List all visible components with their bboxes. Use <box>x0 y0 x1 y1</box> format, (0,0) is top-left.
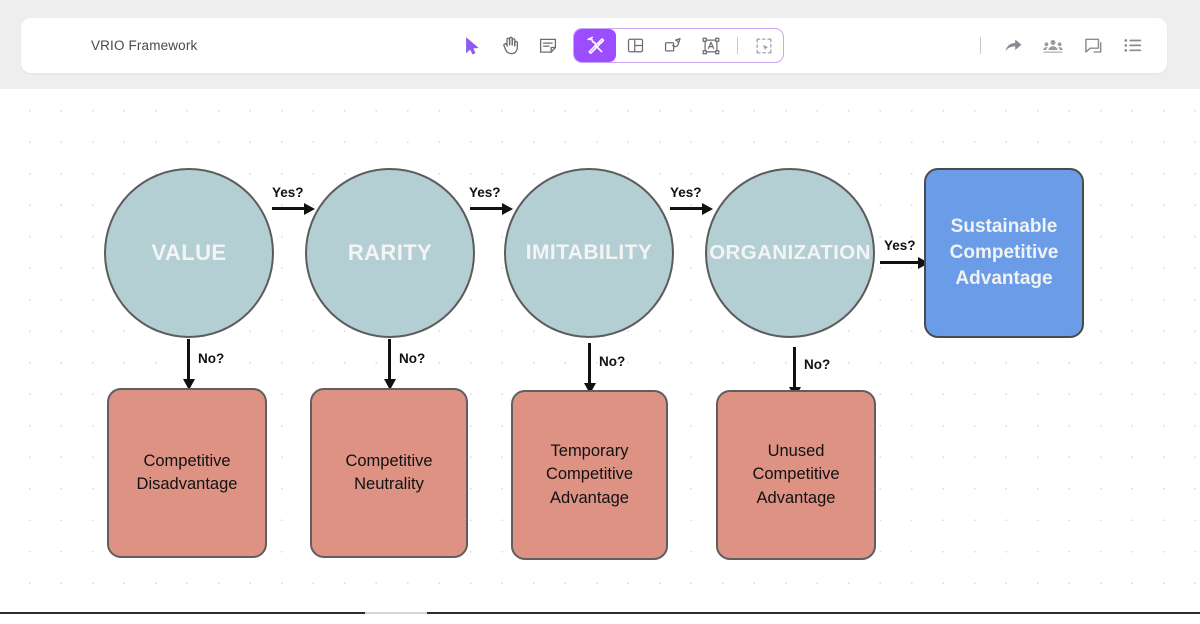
wrench-icon-button[interactable] <box>574 29 616 62</box>
cursor-arrow-icon <box>465 37 480 55</box>
share-arrow-icon-button[interactable] <box>993 29 1033 62</box>
shapes-icon-button[interactable] <box>654 29 692 62</box>
node-label-line2: Competitive <box>545 465 634 484</box>
wrench-icon <box>586 36 605 55</box>
list-menu-icon-button[interactable] <box>1113 29 1153 62</box>
shapes-icon <box>664 37 682 54</box>
comment-icon <box>1084 37 1103 55</box>
node-label-line1: Competitive <box>345 451 433 470</box>
node-label-line3: Advantage <box>550 488 629 507</box>
node-label-line1: Sustainable <box>950 216 1058 238</box>
people-icon <box>1043 38 1063 54</box>
edge-yes-imitability-to-organization <box>670 202 713 215</box>
diagram-node-imitability[interactable]: IMITABILITY <box>504 168 674 338</box>
edge-label-yes-2: Yes? <box>469 185 501 200</box>
node-label: Temporary Competitive Advantage <box>546 440 633 510</box>
diagram-node-organization[interactable]: ORGANIZATION <box>705 168 875 338</box>
node-label: Competitive Disadvantage <box>137 450 238 497</box>
diagram-node-rarity[interactable]: RARITY <box>305 168 475 338</box>
app-header-card: VRIO Framework <box>21 18 1167 73</box>
share-arrow-icon <box>1004 37 1023 54</box>
node-label-line2: Disadvantage <box>136 475 238 493</box>
node-label-line3: Advantage <box>756 488 836 507</box>
node-label: Sustainable Competitive Advantage <box>950 214 1059 291</box>
diagram-node-competitive-neutrality[interactable]: Competitive Neutrality <box>310 388 468 558</box>
hand-icon <box>502 36 519 55</box>
header-actions-divider <box>980 37 981 54</box>
diagram-node-sustainable-competitive-advantage[interactable]: Sustainable Competitive Advantage <box>924 168 1084 338</box>
node-label-line2: Neutrality <box>354 475 424 493</box>
diagram-node-value[interactable]: VALUE <box>104 168 274 338</box>
hand-icon-button[interactable] <box>491 29 529 62</box>
toolbar <box>453 18 784 73</box>
diagram-node-unused-competitive-advantage[interactable]: Unused Competitive Advantage <box>716 390 876 560</box>
frame-icon-button[interactable] <box>616 29 654 62</box>
toolbar-divider <box>737 37 738 54</box>
edge-label-yes-3: Yes? <box>670 185 702 200</box>
list-menu-icon <box>1124 38 1142 53</box>
marquee-select-icon <box>755 37 773 55</box>
edge-label-no-4: No? <box>804 357 831 372</box>
node-label: VALUE <box>151 240 227 265</box>
frame-icon <box>627 37 644 54</box>
node-label-line3: Advantage <box>955 267 1053 289</box>
node-label: RARITY <box>347 240 433 265</box>
edge-yes-value-to-rarity <box>272 202 315 215</box>
edge-label-yes-4: Yes? <box>884 238 916 253</box>
node-label-line2: Competitive <box>949 242 1059 264</box>
edge-no-value <box>182 339 195 390</box>
header-actions <box>976 18 1153 73</box>
diagram-node-competitive-disadvantage[interactable]: Competitive Disadvantage <box>107 388 267 558</box>
marquee-select-icon-button[interactable] <box>745 29 783 62</box>
edge-yes-rarity-to-imitability <box>470 202 513 215</box>
page-title: VRIO Framework <box>91 38 198 53</box>
comment-icon-button[interactable] <box>1073 29 1113 62</box>
sticky-note-icon <box>539 37 557 54</box>
toolbar-group <box>573 28 784 63</box>
edge-no-rarity <box>383 339 396 390</box>
edge-no-organization <box>788 347 801 398</box>
node-label: Unused Competitive Advantage <box>752 440 839 510</box>
bottom-scrollbar-track[interactable] <box>0 612 1200 614</box>
node-label-line1: Unused <box>767 441 825 460</box>
sticky-note-icon-button[interactable] <box>529 29 567 62</box>
node-label: ORGANIZATION <box>709 241 871 264</box>
text-box-icon-button[interactable] <box>692 29 730 62</box>
whiteboard-canvas[interactable]: VALUE RARITY IMITABILITY ORGANIZATION Ye… <box>0 89 1200 613</box>
node-label-line1: Competitive <box>143 451 231 470</box>
cursor-arrow-icon-button[interactable] <box>453 29 491 62</box>
node-label-line2: Competitive <box>752 465 840 484</box>
edge-yes-organization-to-sustainable <box>880 256 929 269</box>
app-header-band: VRIO Framework <box>0 0 1200 89</box>
node-label-line1: Temporary <box>550 441 629 460</box>
text-box-icon <box>702 37 720 55</box>
edge-label-no-3: No? <box>599 354 626 369</box>
node-label: IMITABILITY <box>525 241 653 264</box>
edge-label-no-2: No? <box>399 351 426 366</box>
bottom-scrollbar-gap <box>365 612 427 614</box>
diagram-node-temporary-competitive-advantage[interactable]: Temporary Competitive Advantage <box>511 390 668 560</box>
edge-no-imitability <box>583 343 596 394</box>
node-label: Competitive Neutrality <box>345 450 432 497</box>
edge-label-no-1: No? <box>198 351 225 366</box>
people-icon-button[interactable] <box>1033 29 1073 62</box>
edge-label-yes-1: Yes? <box>272 185 304 200</box>
bottom-edge-fill <box>0 614 1200 624</box>
